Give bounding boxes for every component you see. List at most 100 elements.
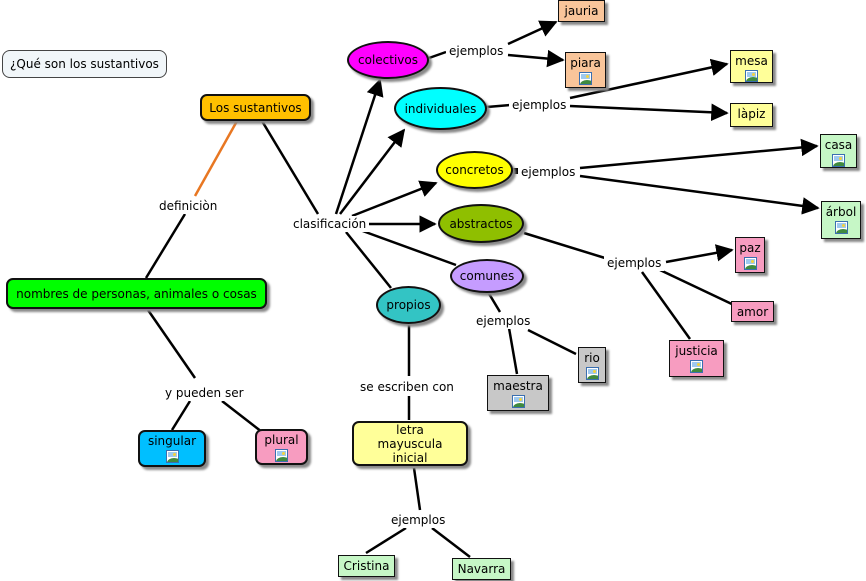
node-singular-label: singular	[147, 434, 197, 448]
link-to-amor	[659, 268, 737, 308]
link-mayuscula-ejemplos	[412, 467, 422, 511]
node-concretos[interactable]: concretos	[436, 151, 513, 189]
node-plural-label: plural	[264, 432, 299, 447]
link-to-casa	[579, 138, 819, 170]
link-to-comunes	[359, 228, 457, 267]
node-letra-mayuscula-label: letra mayuscula inicial	[377, 422, 443, 465]
label-ejemplos-individuales: ejemplos	[509, 97, 570, 113]
link-to-maestra	[507, 327, 519, 375]
example-mesa[interactable]: mesa	[730, 50, 773, 83]
link-definicion-top	[193, 120, 239, 197]
example-maestra-label: maestra	[493, 379, 543, 393]
example-cristina[interactable]: Cristina	[338, 555, 395, 577]
label-ejemplos-concretos: ejemplos	[518, 164, 579, 180]
label-ejemplos-comunes: ejemplos	[473, 313, 534, 329]
image-icon[interactable]	[165, 450, 179, 463]
link-to-colectivos	[334, 78, 384, 215]
node-colectivos[interactable]: colectivos	[347, 41, 429, 79]
node-individuales[interactable]: individuales	[394, 87, 487, 130]
example-jauria[interactable]: jauria	[558, 0, 605, 22]
link-to-arbol	[579, 174, 820, 215]
link-abstractos-ejemplos	[523, 231, 606, 260]
label-ejemplos-abstractos: ejemplos	[604, 255, 665, 271]
node-individuales-label: individuales	[404, 101, 477, 116]
link-clasificacion-top	[260, 120, 320, 215]
label-definicion: definiciòn	[156, 198, 221, 214]
example-paz[interactable]: paz	[735, 237, 765, 273]
question-note[interactable]: ¿Qué son los sustantivos	[2, 50, 167, 78]
link-to-cristina	[365, 526, 407, 555]
link-colectivos-ejemplos	[428, 50, 447, 60]
question-text: ¿Qué son los sustantivos	[10, 57, 159, 71]
link-to-individuales	[339, 128, 406, 215]
label-clasificacion: clasificación	[290, 216, 370, 232]
link-to-mesa	[569, 58, 729, 100]
node-singular[interactable]: singular	[138, 430, 206, 467]
image-icon[interactable]	[511, 395, 525, 408]
link-to-justicia	[640, 271, 692, 340]
example-amor[interactable]: amor	[731, 301, 774, 322]
link-to-concretos	[351, 180, 438, 218]
link-to-navarra	[431, 527, 471, 558]
example-mesa-label: mesa	[735, 54, 768, 68]
node-colectivos-label: colectivos	[358, 53, 418, 67]
image-icon[interactable]	[690, 360, 703, 373]
node-concretos-label: concretos	[445, 163, 504, 177]
example-justicia[interactable]: justicia	[669, 340, 724, 377]
link-to-propios	[345, 231, 392, 289]
node-nombres-label: nombres de personas, animales o cosas	[16, 286, 257, 301]
link-to-rio	[527, 328, 577, 356]
example-maestra[interactable]: maestra	[487, 375, 549, 411]
example-paz-label: paz	[739, 241, 761, 255]
example-lapiz[interactable]: làpiz	[730, 103, 773, 127]
label-se-escriben-con: se escriben con	[357, 379, 457, 395]
link-ypueden-top	[146, 309, 197, 379]
example-arbol-label: árbol	[825, 205, 857, 219]
image-icon[interactable]	[743, 257, 757, 270]
node-comunes-label: comunes	[459, 269, 515, 283]
node-los-sustantivos[interactable]: Los sustantivos	[200, 94, 311, 121]
example-rio-label: rio	[584, 351, 600, 365]
label-ejemplos-propios: ejemplos	[388, 512, 449, 528]
link-to-lapiz	[569, 103, 729, 122]
label-ejemplos-colectivos: ejemplos	[446, 43, 507, 59]
image-icon[interactable]	[745, 70, 758, 82]
example-piara[interactable]: piara	[565, 52, 606, 88]
image-icon[interactable]	[585, 367, 599, 380]
node-los-sustantivos-label: Los sustantivos	[209, 100, 302, 115]
label-y-pueden-ser: y pueden ser	[162, 385, 247, 401]
example-arbol[interactable]: árbol	[821, 201, 861, 239]
example-casa-label: casa	[824, 138, 853, 152]
link-to-jauria	[507, 20, 558, 46]
link-to-paz	[665, 244, 734, 264]
image-icon[interactable]	[834, 221, 848, 234]
node-propios[interactable]: propios	[376, 286, 441, 324]
node-letra-mayuscula[interactable]: letra mayuscula inicial	[352, 421, 468, 466]
example-amor-label: amor	[736, 305, 769, 319]
example-justicia-label: justicia	[675, 344, 718, 358]
link-to-piara	[507, 49, 565, 68]
image-icon[interactable]	[579, 72, 592, 85]
node-plural[interactable]: plural	[255, 429, 308, 465]
example-jauria-label: jauria	[564, 4, 599, 18]
concretos-handle	[512, 168, 518, 174]
node-abstractos-label: abstractos	[449, 216, 513, 231]
example-cristina-label: Cristina	[343, 559, 390, 573]
example-navarra-label: Navarra	[457, 562, 506, 576]
example-lapiz-label: làpiz	[737, 107, 766, 121]
image-icon[interactable]	[832, 154, 845, 167]
example-casa[interactable]: casa	[820, 134, 857, 168]
image-icon[interactable]	[275, 448, 288, 462]
link-individuales-ejemplos	[486, 103, 511, 109]
node-propios-label: propios	[386, 298, 431, 312]
node-nombres[interactable]: nombres de personas, animales o cosas	[6, 278, 267, 309]
link-ypueden-plural	[221, 400, 263, 433]
node-comunes[interactable]: comunes	[450, 259, 524, 293]
example-piara-label: piara	[570, 56, 601, 70]
link-ypueden-singular	[170, 400, 192, 431]
example-navarra[interactable]: Navarra	[452, 558, 511, 580]
example-rio[interactable]: rio	[578, 347, 606, 383]
node-abstractos[interactable]: abstractos	[438, 204, 524, 243]
link-definicion-bottom	[144, 213, 187, 279]
